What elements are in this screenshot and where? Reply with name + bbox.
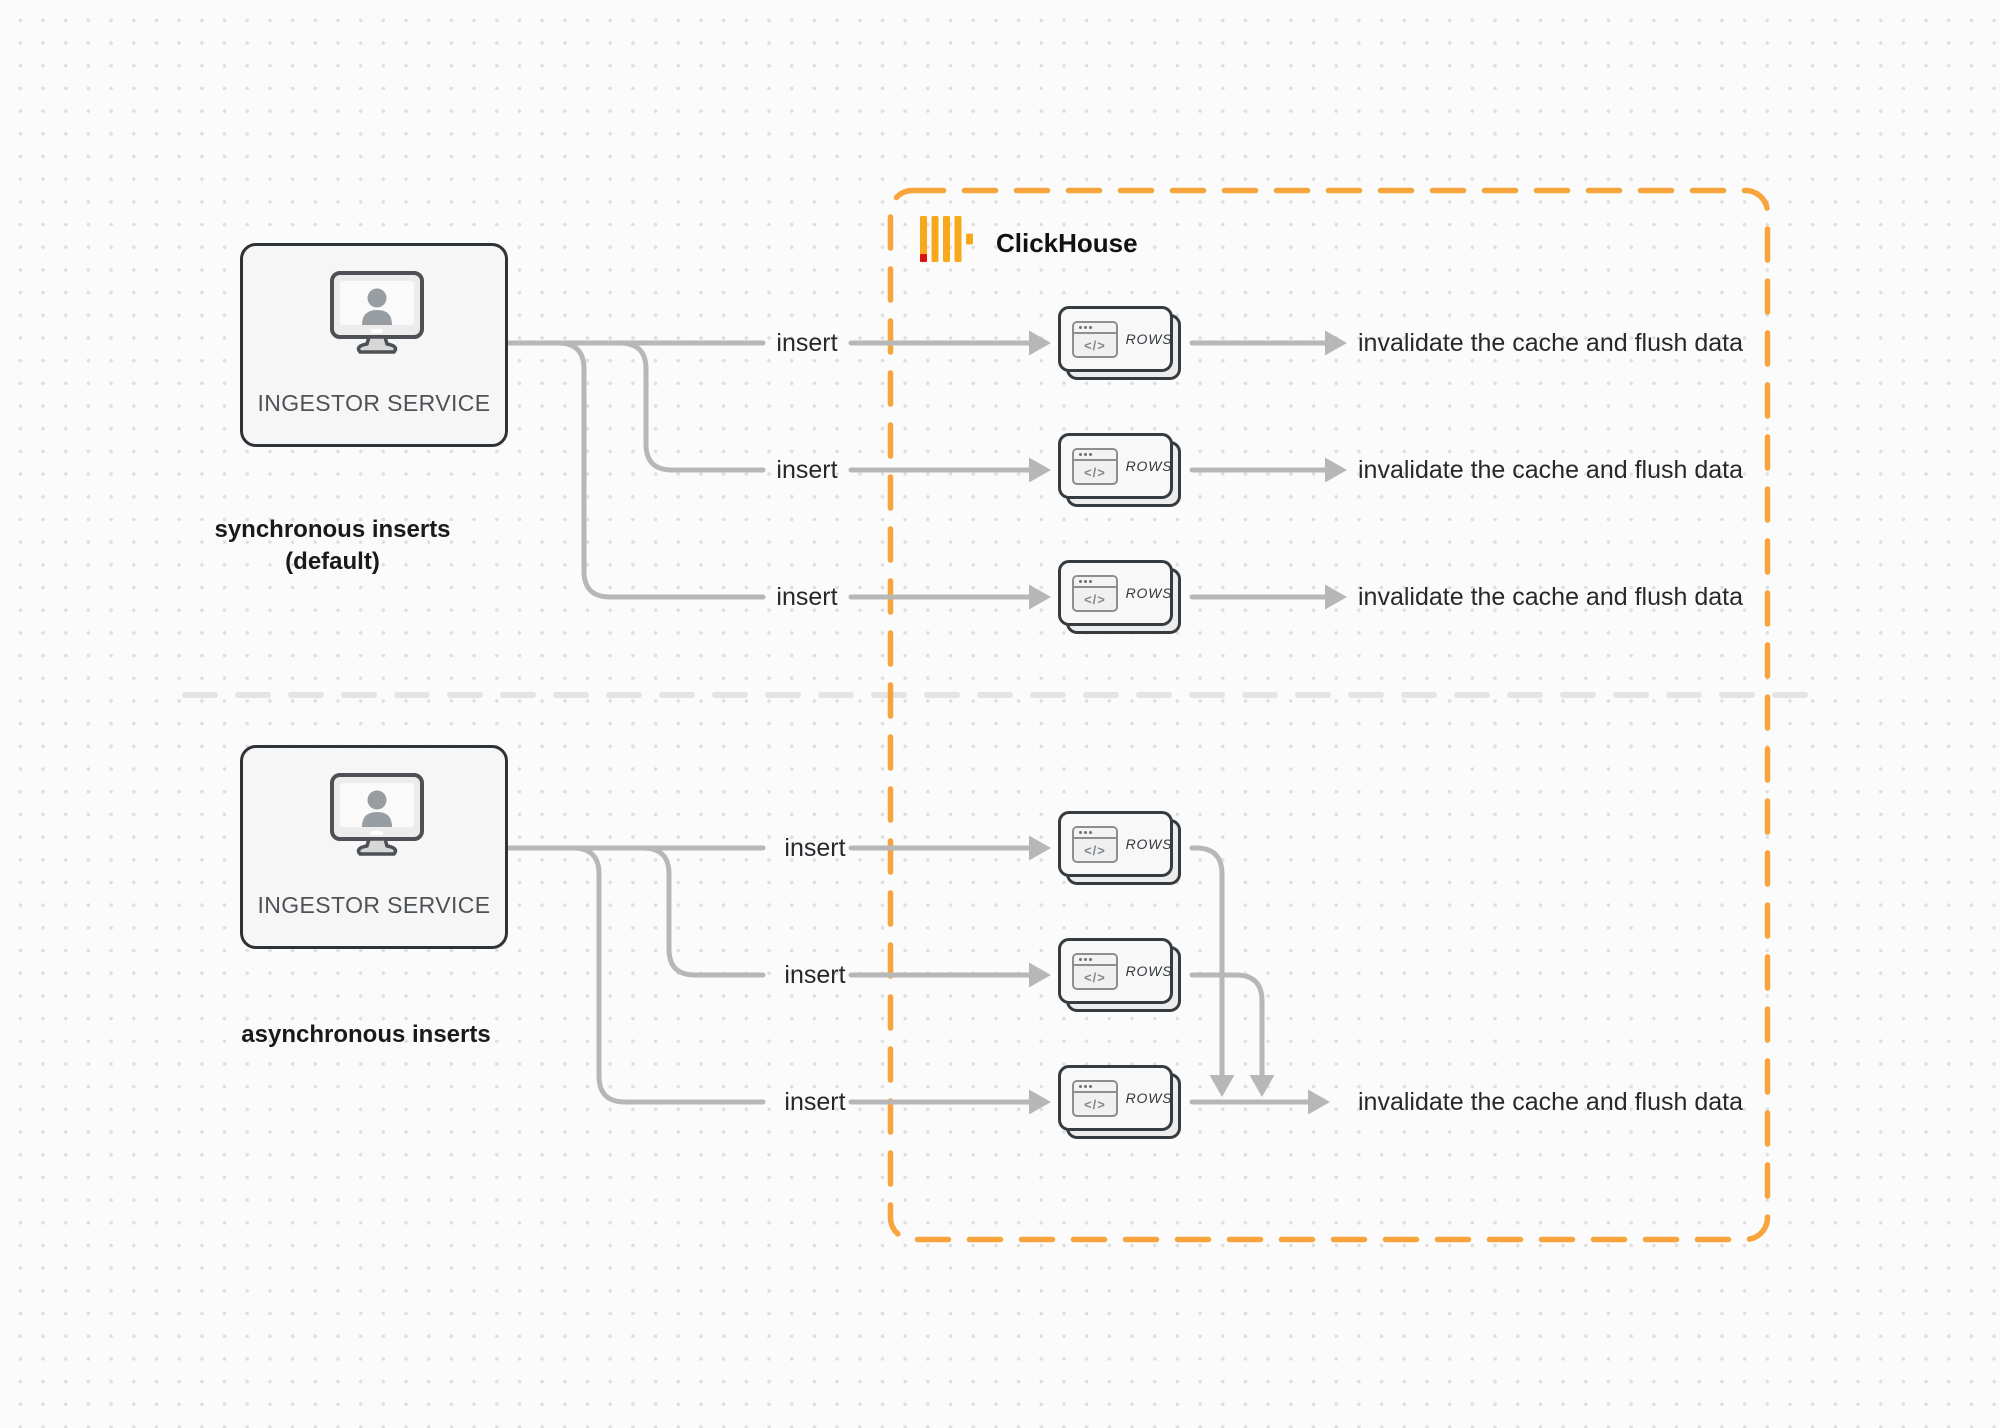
insert-label-sync-1: insert [776, 329, 838, 357]
arrowhead-async-merge-1 [1209, 1075, 1235, 1097]
insert-label-async-3: insert [784, 1088, 846, 1116]
rows-card-async-1: </> ROWS [1058, 811, 1182, 886]
async-caption: asynchronous inserts [241, 1021, 491, 1048]
rows-label: ROWS [1125, 1090, 1173, 1106]
insert-label-async-2: insert [784, 961, 846, 989]
invalidate-label-sync-2: invalidate the cache and flush data [1358, 456, 1743, 484]
arrowhead-async-in-2 [1029, 962, 1051, 988]
rows-card-front: </> ROWS [1058, 433, 1173, 499]
arrowhead-sync-in-1 [1029, 330, 1051, 356]
rows-card-sync-1: </> ROWS [1058, 306, 1182, 381]
browser-dots-icon [1074, 323, 1116, 334]
rows-label: ROWS [1125, 331, 1173, 347]
code-glyph: </> [1084, 591, 1106, 607]
ingestor-service-box-async: INGESTOR SERVICE [240, 745, 508, 949]
rows-label: ROWS [1125, 458, 1173, 474]
browser-dots-icon [1074, 828, 1116, 839]
arrowhead-sync-in-2 [1029, 457, 1051, 483]
connector-group [505, 340, 1330, 1105]
browser-code-icon: </> [1072, 826, 1118, 863]
rows-label: ROWS [1125, 963, 1173, 979]
ingestor-service-label: INGESTOR SERVICE [257, 390, 491, 416]
async-merge-line-2 [1189, 972, 1265, 1077]
browser-dots-icon [1074, 955, 1116, 966]
rows-label: ROWS [1125, 585, 1173, 601]
arrowhead-group [1029, 330, 1347, 1115]
arrowhead-sync-in-3 [1029, 584, 1051, 610]
rows-card-front: </> ROWS [1058, 938, 1173, 1004]
async-branch-row3 [570, 845, 766, 1105]
rows-card-async-2: </> ROWS [1058, 938, 1182, 1013]
clickhouse-label: ClickHouse [996, 228, 1138, 258]
rows-card-front: </> ROWS [1058, 306, 1173, 372]
ingestor-service-label: INGESTOR SERVICE [257, 892, 491, 918]
clickhouse-logo-icon [920, 216, 973, 262]
browser-code-icon: </> [1072, 1080, 1118, 1117]
browser-dots-icon [1074, 450, 1116, 461]
invalidate-label-sync-3: invalidate the cache and flush data [1358, 583, 1743, 611]
browser-dots-icon [1074, 1082, 1116, 1093]
code-glyph: </> [1084, 337, 1106, 353]
rows-card-async-3: </> ROWS [1058, 1065, 1182, 1140]
code-glyph: </> [1084, 1096, 1106, 1112]
code-glyph: </> [1084, 842, 1106, 858]
insert-label-async-1: insert [784, 834, 846, 862]
insert-label-sync-2: insert [776, 456, 838, 484]
sync-caption: synchronous inserts (default) [214, 516, 451, 575]
insert-label-sync-3: insert [776, 583, 838, 611]
browser-dots-icon [1074, 577, 1116, 588]
rows-card-sync-3: </> ROWS [1058, 560, 1182, 635]
browser-code-icon: </> [1072, 448, 1118, 485]
browser-code-icon: </> [1072, 575, 1118, 612]
arrowhead-async-in-3 [1029, 1089, 1051, 1115]
invalidate-label-sync-1: invalidate the cache and flush data [1358, 329, 1743, 357]
async-merge-line-1 [1189, 845, 1225, 1077]
code-glyph: </> [1084, 464, 1106, 480]
clickhouse-boundary-box [887, 187, 1771, 1243]
rows-card-front: </> ROWS [1058, 560, 1173, 626]
browser-code-icon: </> [1072, 321, 1118, 358]
arrowhead-sync-out-2 [1325, 457, 1347, 483]
arrowhead-async-merge-2 [1249, 1075, 1275, 1097]
arrowhead-async-in-1 [1029, 835, 1051, 861]
async-branch-row2 [640, 845, 766, 978]
code-glyph: </> [1084, 969, 1106, 985]
rows-card-front: </> ROWS [1058, 811, 1173, 877]
arrowhead-async-result [1308, 1089, 1330, 1115]
browser-code-icon: </> [1072, 953, 1118, 990]
rows-label: ROWS [1125, 836, 1173, 852]
sync-branch-row2 [617, 340, 766, 473]
ingestor-service-box-sync: INGESTOR SERVICE [240, 243, 508, 447]
invalidate-label-async: invalidate the cache and flush data [1358, 1088, 1743, 1116]
rows-card-front: </> ROWS [1058, 1065, 1173, 1131]
monitor-user-icon [330, 773, 424, 856]
monitor-user-icon [330, 271, 424, 354]
arrowhead-sync-out-1 [1325, 330, 1347, 356]
rows-card-sync-2: </> ROWS [1058, 433, 1182, 508]
arrowhead-sync-out-3 [1325, 584, 1347, 610]
sync-branch-row3 [555, 340, 766, 600]
